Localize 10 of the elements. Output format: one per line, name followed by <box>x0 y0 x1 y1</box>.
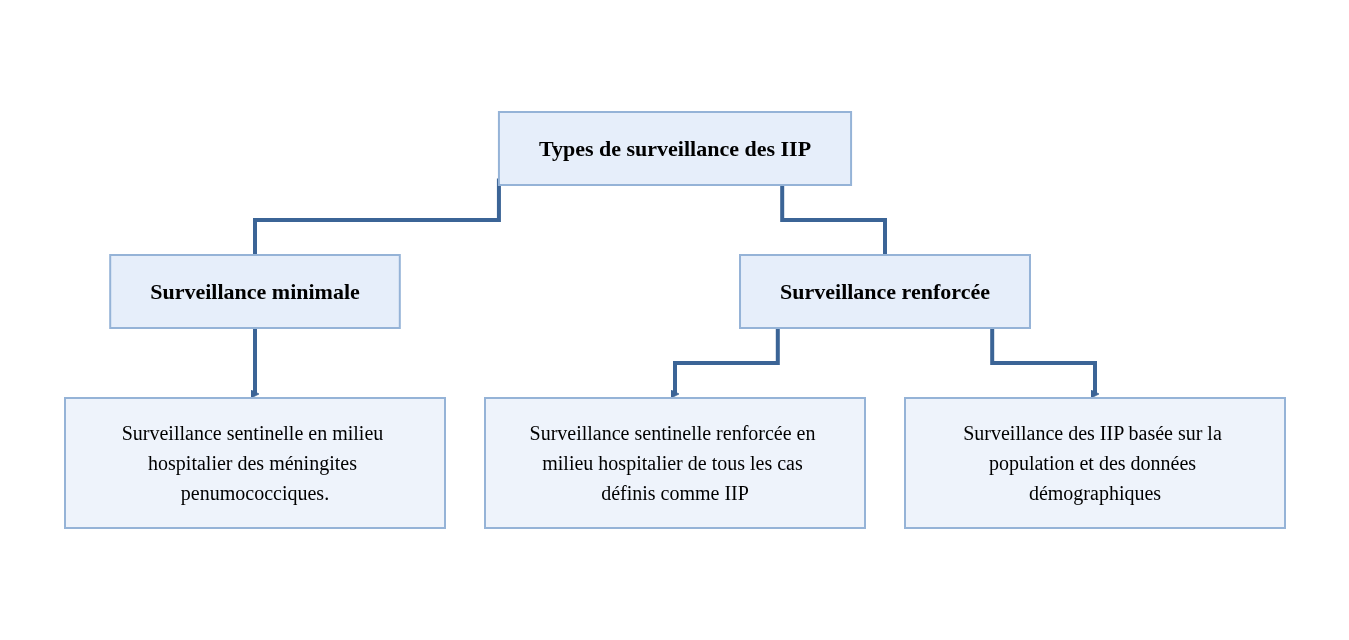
connector <box>779 185 887 257</box>
arrow <box>250 328 259 399</box>
node-box: Surveillance sentinelle en milieu hospitalier des méningites penumococciques. <box>63 397 446 529</box>
node-box: Types de surveillance des IIP <box>497 111 852 186</box>
node-box: Surveillance sentinelle renforcée en milieu hospitalier de tous les cas définis comme IIP <box>483 397 866 529</box>
arrow <box>989 328 1099 399</box>
node-box: Surveillance des IIP basée sur la population et des données démographiques <box>903 397 1286 529</box>
node-box: Surveillance minimale <box>108 254 401 329</box>
node-box: Surveillance renforcée <box>738 254 1031 329</box>
arrow <box>670 328 780 399</box>
